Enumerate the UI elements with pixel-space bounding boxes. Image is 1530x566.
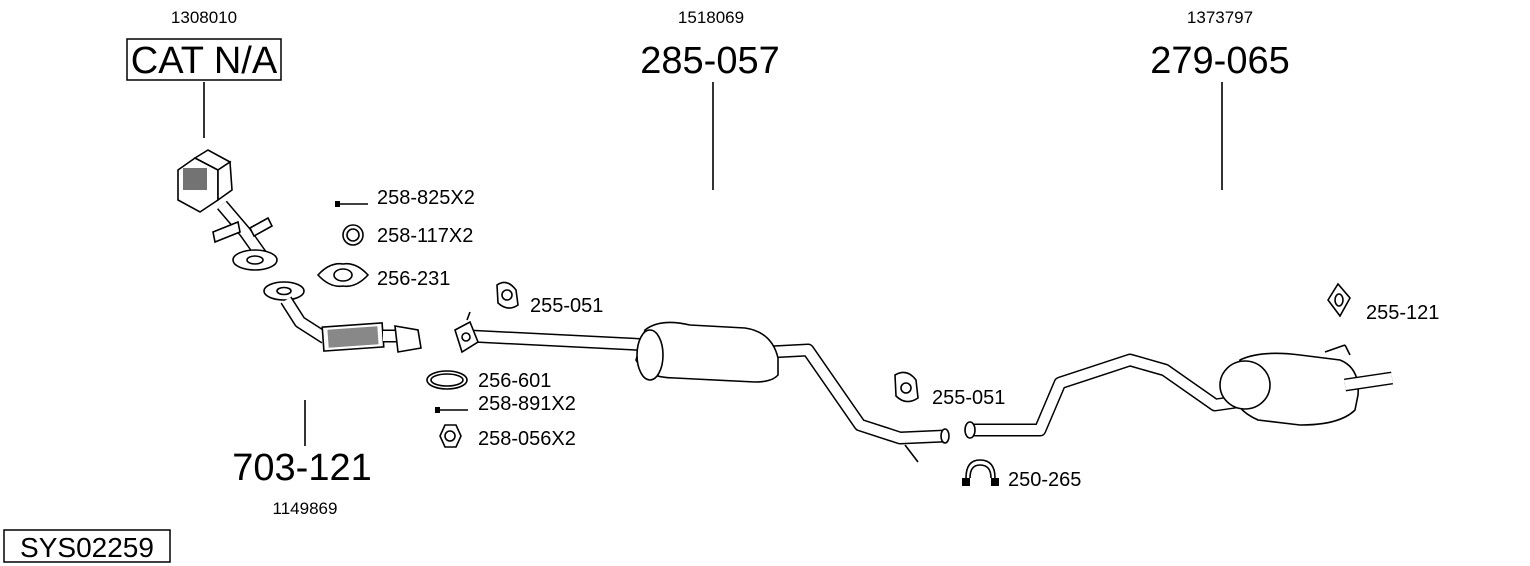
accessory-250-265[interactable]: 250-265 — [962, 459, 1081, 491]
part-number: 255-051 — [530, 295, 603, 317]
accessory-258-891X2[interactable]: 258-891X2 — [435, 393, 576, 415]
oe-number-rear: 1373797 — [1187, 8, 1253, 27]
oe-number-front-pipe: 1149869 — [273, 499, 338, 518]
rubber-hanger-icon — [496, 281, 519, 309]
accessory-255-121[interactable]: 255-121 — [1327, 282, 1439, 324]
bolt-icon — [435, 407, 468, 413]
middle-silencer-icon — [454, 311, 950, 463]
part-number: 255-051 — [932, 387, 1005, 409]
part-number: 255-121 — [1366, 302, 1439, 324]
part-number: 258-056X2 — [478, 428, 576, 450]
part-number-cat: CAT N/A — [131, 40, 278, 82]
nut-icon — [439, 424, 462, 448]
front-pipe-icon — [263, 281, 422, 353]
accessory-255-051-rear[interactable]: 255-051 — [894, 371, 1005, 409]
bolt-icon — [335, 201, 368, 207]
system-code-label: SYS02259 — [20, 532, 154, 563]
front-pipe-part[interactable]: 703-121 1149869 — [232, 281, 422, 518]
ring-icon — [342, 224, 364, 246]
catalyst-part[interactable]: 1308010 CAT N/A — [126, 8, 282, 271]
oe-number-cat: 1308010 — [171, 8, 237, 27]
accessory-258-117X2[interactable]: 258-117X2 — [342, 224, 473, 247]
part-number: 258-825X2 — [377, 187, 475, 209]
catalyst-icon — [177, 149, 278, 271]
accessory-258-825X2[interactable]: 258-825X2 — [335, 187, 475, 209]
part-number-middle: 285-057 — [640, 40, 779, 82]
accessory-258-056X2[interactable]: 258-056X2 — [439, 424, 576, 450]
oe-number-middle: 1518069 — [678, 8, 744, 27]
accessory-256-231[interactable]: 256-231 — [316, 262, 450, 290]
accessory-255-051-front[interactable]: 255-051 — [496, 281, 603, 317]
rubber-hanger-icon — [894, 371, 919, 403]
cat-label-box — [126, 38, 282, 81]
rear-silencer-part[interactable]: 1373797 279-065 — [964, 8, 1393, 439]
part-number: 250-265 — [1008, 469, 1081, 491]
part-number: 256-601 — [478, 370, 551, 392]
rear-silencer-icon — [964, 344, 1393, 439]
middle-silencer-part[interactable]: 1518069 285-057 — [454, 8, 950, 463]
part-number: 258-117X2 — [377, 225, 473, 247]
system-code: SYS02259 — [3, 529, 171, 563]
seal-ring-icon — [426, 370, 468, 390]
gasket-icon — [316, 262, 370, 288]
clamp-icon — [962, 459, 999, 486]
part-number: 256-231 — [377, 268, 450, 290]
part-number: 258-891X2 — [478, 393, 576, 415]
rubber-hanger-icon — [1327, 282, 1351, 318]
part-number-rear: 279-065 — [1150, 40, 1289, 82]
accessory-256-601[interactable]: 256-601 — [426, 370, 551, 392]
part-number-front-pipe: 703-121 — [232, 447, 371, 489]
